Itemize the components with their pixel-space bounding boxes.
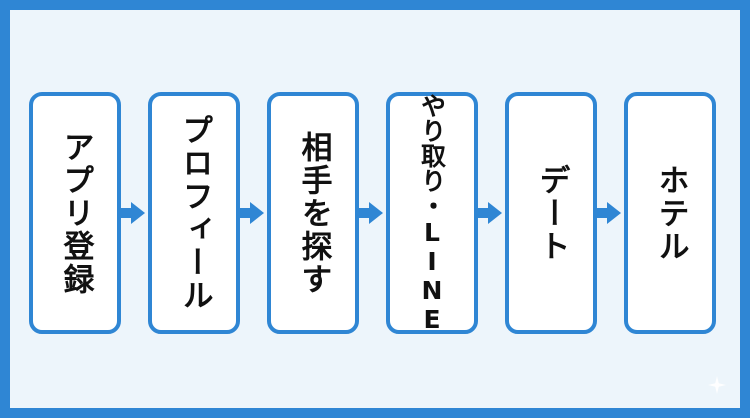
sparkle-icon [708, 376, 726, 394]
step-date: デート [505, 92, 597, 334]
arrow-right-icon [359, 202, 383, 224]
step-label: アプリ登録 [57, 130, 94, 296]
arrow-right-icon [121, 202, 145, 224]
step-label: デート [533, 163, 570, 263]
step-messaging-line: やり取り・LINE [386, 92, 478, 334]
step-profile: プロフィール [148, 92, 240, 334]
step-hotel: ホテル [624, 92, 716, 334]
step-find-partner: 相手を探す [267, 92, 359, 334]
step-label: やり取り・LINE [417, 92, 447, 334]
arrow-right-icon [240, 202, 264, 224]
step-label: 相手を探す [295, 130, 332, 296]
arrow-right-icon [478, 202, 502, 224]
arrow-right-icon [597, 202, 621, 224]
step-label: プロフィール [176, 114, 213, 312]
step-app-registration: アプリ登録 [29, 92, 121, 334]
step-label: ホテル [652, 163, 689, 263]
